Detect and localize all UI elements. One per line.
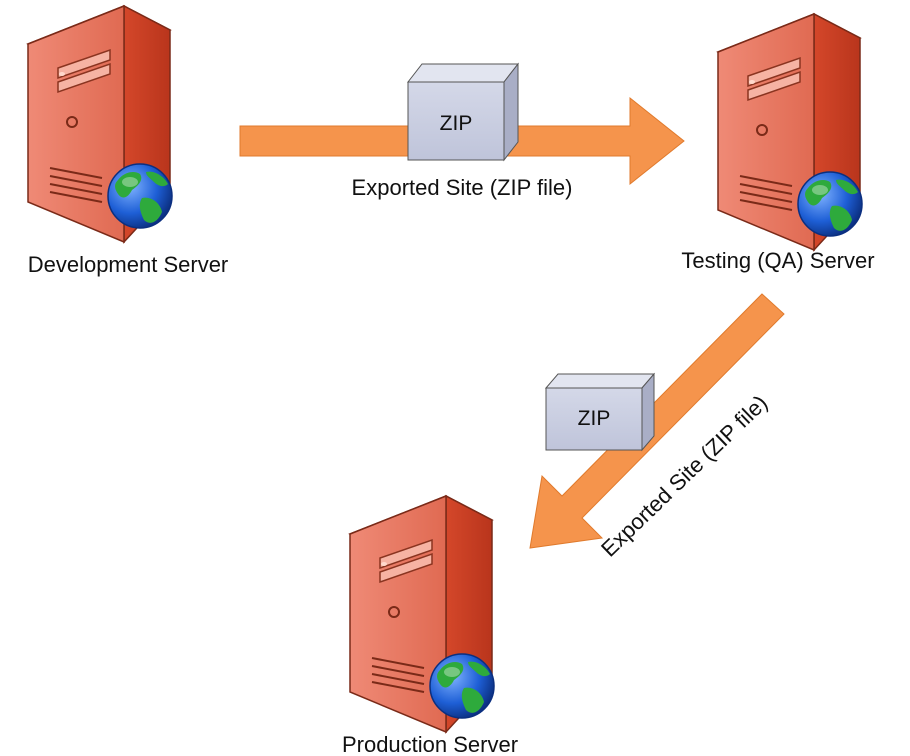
zip-label-2: ZIP <box>578 407 611 430</box>
server-testing: Testing (QA) Server <box>681 13 875 273</box>
zip-box-icon: ZIP <box>544 372 656 452</box>
server-label-development: Development Server <box>28 252 229 277</box>
server-label-testing: Testing (QA) Server <box>681 248 874 273</box>
server-tower-icon <box>717 13 863 251</box>
zip-box-icon: ZIP <box>406 62 520 162</box>
arrow-icon <box>529 293 785 549</box>
server-production: Production Server <box>342 495 518 756</box>
server-development: Development Server <box>27 5 229 277</box>
server-tower-icon <box>27 5 173 243</box>
server-label-production: Production Server <box>342 732 518 756</box>
transfer-arrow-qa-to-prod <box>529 293 785 549</box>
transfer-caption-dev-to-qa: Exported Site (ZIP file) <box>352 175 573 200</box>
server-tower-icon <box>349 495 495 733</box>
zip-label-1: ZIP <box>440 112 473 135</box>
